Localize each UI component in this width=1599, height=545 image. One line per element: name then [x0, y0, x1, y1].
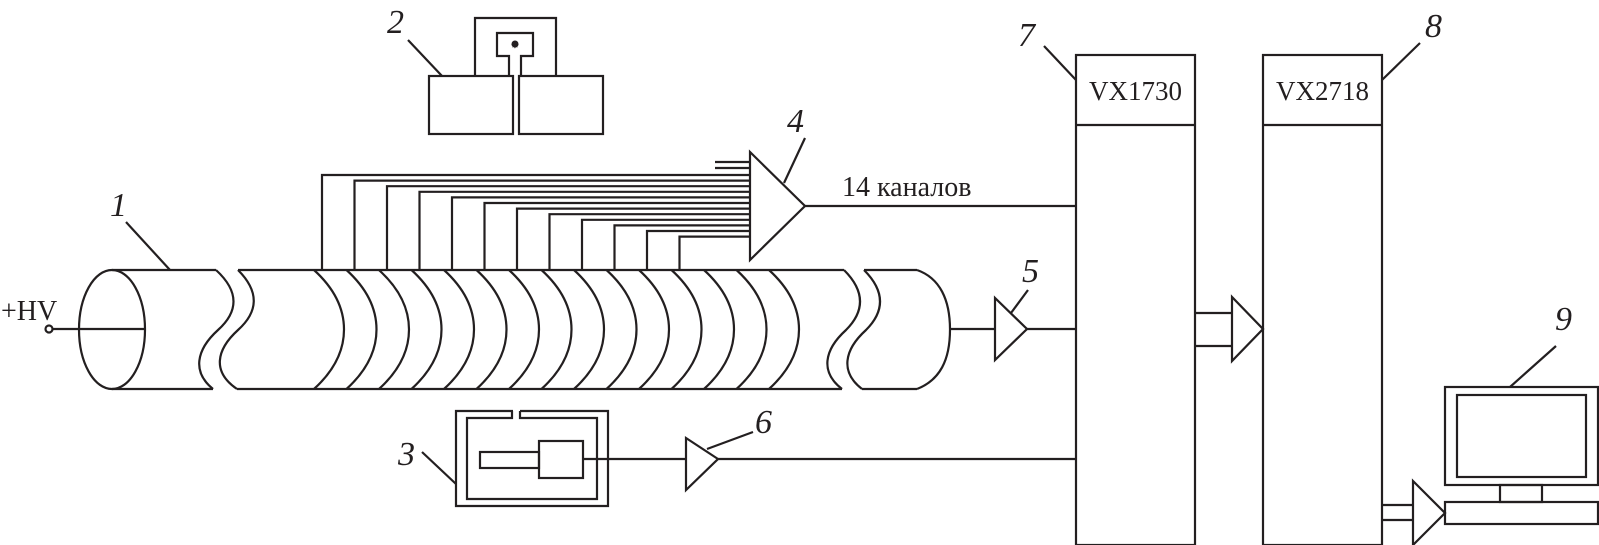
- strip-arc: [508, 269, 541, 390]
- channel-wire: [483, 201, 750, 270]
- channel-wire: [515, 207, 750, 270]
- callout-8: 8: [1425, 8, 1442, 45]
- source-block-left: [427, 74, 515, 136]
- callout-8-leader: [1381, 42, 1421, 81]
- tube-right-end: [916, 268, 952, 391]
- tube-break-left-a: [198, 269, 235, 390]
- callout-4: 4: [787, 103, 804, 140]
- strip-arc: [638, 269, 671, 390]
- detector-tube: [44, 268, 952, 391]
- hv-terminal: [44, 324, 54, 334]
- callout-3-leader: [421, 451, 457, 485]
- source-star-icon: ✸: [511, 41, 519, 52]
- callout-6-leader: [706, 430, 754, 451]
- source-capsule: [495, 31, 535, 76]
- callout-1: 1: [110, 187, 127, 224]
- tube-break-right-a: [826, 269, 861, 390]
- anode-amplifier: [950, 295, 1076, 363]
- strip-arc: [410, 269, 443, 390]
- vx1730-box: [1074, 53, 1197, 545]
- monitor-stand: [1498, 483, 1544, 504]
- channel-wire: [580, 218, 750, 270]
- callout-7-leader: [1043, 45, 1077, 81]
- anode-amp-triangle: [993, 295, 1029, 363]
- vx1730-label: VX1730: [1089, 76, 1182, 106]
- radioactive-source-icon: [511, 40, 519, 48]
- source-block-right: [517, 74, 605, 136]
- bus-connection-8-9: [1382, 478, 1447, 545]
- callout-4-leader: [783, 137, 806, 184]
- callout-1-leader: [125, 221, 171, 271]
- source-cover: [473, 16, 558, 76]
- channel-wire: [320, 173, 750, 270]
- preamplifier: [715, 149, 1076, 263]
- callout-5-leader: [1010, 289, 1029, 314]
- vx2718-box: [1261, 53, 1384, 545]
- bridge-module: VX2718: [1261, 53, 1384, 545]
- callout-3: 3: [397, 436, 415, 473]
- strip-arc: [475, 269, 508, 390]
- strip-arc: [573, 269, 606, 390]
- callout-9-leader: [1509, 345, 1557, 388]
- channel-wire: [548, 213, 750, 270]
- bus-connection-7-8: [1195, 294, 1265, 364]
- callout-2: 2: [387, 4, 404, 41]
- strip-arc: [768, 269, 801, 390]
- callout-5: 5: [1022, 253, 1039, 290]
- strip-arc: [378, 269, 411, 390]
- source-holder: ✸: [427, 16, 605, 136]
- light-guide: [478, 450, 541, 470]
- photomultiplier: [537, 439, 585, 480]
- monitor-outer: [1443, 385, 1599, 487]
- tube-break-right-b: [846, 269, 881, 390]
- vx2718-label: VX2718: [1276, 76, 1369, 106]
- strip-arc: [605, 269, 638, 390]
- strip-arc: [735, 269, 768, 390]
- callout-6: 6: [755, 404, 772, 441]
- trigger-counter: [454, 409, 1076, 508]
- trigger-amp-triangle: [684, 435, 720, 493]
- bus-arrow-icon-2: [1411, 478, 1447, 545]
- channels-label: 14 каналов: [842, 172, 971, 203]
- strip-arc: [443, 269, 476, 390]
- channel-wire: [385, 185, 750, 270]
- channel-wire: [418, 190, 750, 270]
- channel-wire: [645, 229, 750, 270]
- shield-outer: [454, 409, 610, 508]
- monitor-screen: [1455, 393, 1588, 479]
- channel-wire: [353, 179, 750, 270]
- channel-wire: [450, 196, 750, 270]
- strip-arc: [670, 269, 703, 390]
- hv-label: +HV: [1, 296, 57, 327]
- strip-arc: [540, 269, 573, 390]
- digitizer-module: VX1730: [1074, 53, 1197, 545]
- preamp-wiring: [320, 173, 750, 270]
- callouts: 1 2 3 4 5 6 7 8 9: [110, 4, 1572, 485]
- preamp-triangle: [748, 149, 807, 263]
- computer-icon: [1443, 385, 1599, 526]
- callout-2-leader: [407, 39, 443, 77]
- channel-wire: [613, 224, 750, 270]
- callout-9: 9: [1555, 301, 1572, 338]
- bus-arrow-icon: [1230, 294, 1265, 364]
- cathode-strips: [313, 269, 801, 390]
- callout-7: 7: [1018, 17, 1037, 54]
- computer-base: [1443, 500, 1599, 526]
- tube-break-left-b: [218, 269, 255, 390]
- channel-wire: [678, 235, 750, 270]
- strip-arc: [313, 269, 346, 390]
- strip-arc: [703, 269, 736, 390]
- strip-arc: [345, 269, 378, 390]
- shield-inner: [465, 411, 599, 501]
